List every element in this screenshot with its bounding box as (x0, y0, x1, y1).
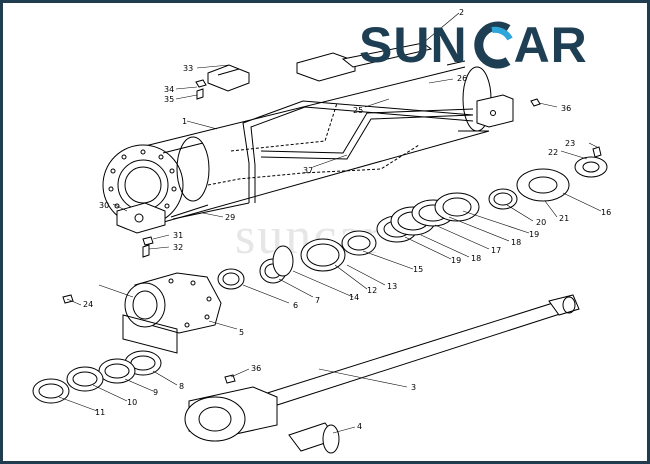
callout-36b: 36 (251, 364, 261, 373)
suncar-logo: SUN AR (359, 15, 588, 75)
pipe-bracket-36 (476, 94, 514, 128)
leader-lines (58, 12, 602, 434)
callout-7: 7 (315, 296, 320, 305)
seal-rings (217, 156, 608, 290)
callout-16: 16 (601, 208, 611, 217)
callout-23: 23 (565, 139, 575, 148)
callout-31: 31 (173, 231, 183, 240)
callout-17: 17 (491, 246, 501, 255)
callout-37: 37 (303, 166, 313, 175)
callout-21: 21 (559, 214, 569, 223)
seal-kit-box (122, 314, 178, 354)
callout-20: 20 (536, 218, 546, 227)
rod-eye (184, 386, 278, 442)
callout-33: 33 (183, 64, 193, 73)
bushing-4 (288, 422, 340, 454)
callout-25: 25 (353, 106, 363, 115)
callout-labels: 1 2 3 4 5 6 7 8 9 10 11 12 13 14 15 16 1… (83, 8, 611, 431)
lower-seal-rings (32, 350, 162, 404)
callout-19b: 19 (451, 256, 461, 265)
callout-12: 12 (367, 286, 377, 295)
callout-8: 8 (179, 382, 184, 391)
callout-3: 3 (411, 383, 416, 392)
callout-9: 9 (153, 388, 158, 397)
pipe-37 (260, 108, 474, 160)
logo-c-swoosh-icon (473, 21, 513, 69)
bolts (62, 79, 602, 384)
logo-text-ar: AR (513, 17, 588, 73)
callout-32: 32 (173, 243, 183, 252)
callout-1: 1 (182, 117, 187, 126)
callout-34: 34 (164, 85, 174, 94)
mount-bracket-33 (207, 64, 250, 92)
callout-24: 24 (83, 300, 93, 309)
callout-11: 11 (95, 408, 105, 417)
callout-15: 15 (413, 265, 423, 274)
callout-5: 5 (239, 328, 244, 337)
pipe-25-dashed (207, 102, 420, 186)
callout-19a: 19 (529, 230, 539, 239)
callout-26: 26 (457, 74, 467, 83)
callout-36a: 36 (561, 104, 571, 113)
cylinder-head-5 (124, 272, 222, 334)
pipe-clamp-2 (296, 42, 433, 82)
callout-13: 13 (387, 282, 397, 291)
callout-29: 29 (225, 213, 235, 222)
flange-block-30 (116, 202, 166, 234)
piston-rod-3 (260, 294, 580, 408)
callout-22: 22 (548, 148, 558, 157)
callout-6: 6 (293, 301, 298, 310)
callout-18b: 18 (471, 254, 481, 263)
callout-4: 4 (357, 422, 362, 431)
callout-35: 35 (164, 95, 174, 104)
callout-18a: 18 (511, 238, 521, 247)
callout-30: 30 (99, 201, 109, 210)
callout-14: 14 (349, 293, 359, 302)
exploded-parts-diagram: 1 2 3 4 5 6 7 8 9 10 11 12 13 14 15 16 1… (32, 8, 611, 454)
cylinder-barrel (102, 60, 492, 226)
logo-text-sun: SUN (359, 17, 468, 73)
callout-2: 2 (459, 8, 464, 17)
callout-10: 10 (127, 398, 137, 407)
